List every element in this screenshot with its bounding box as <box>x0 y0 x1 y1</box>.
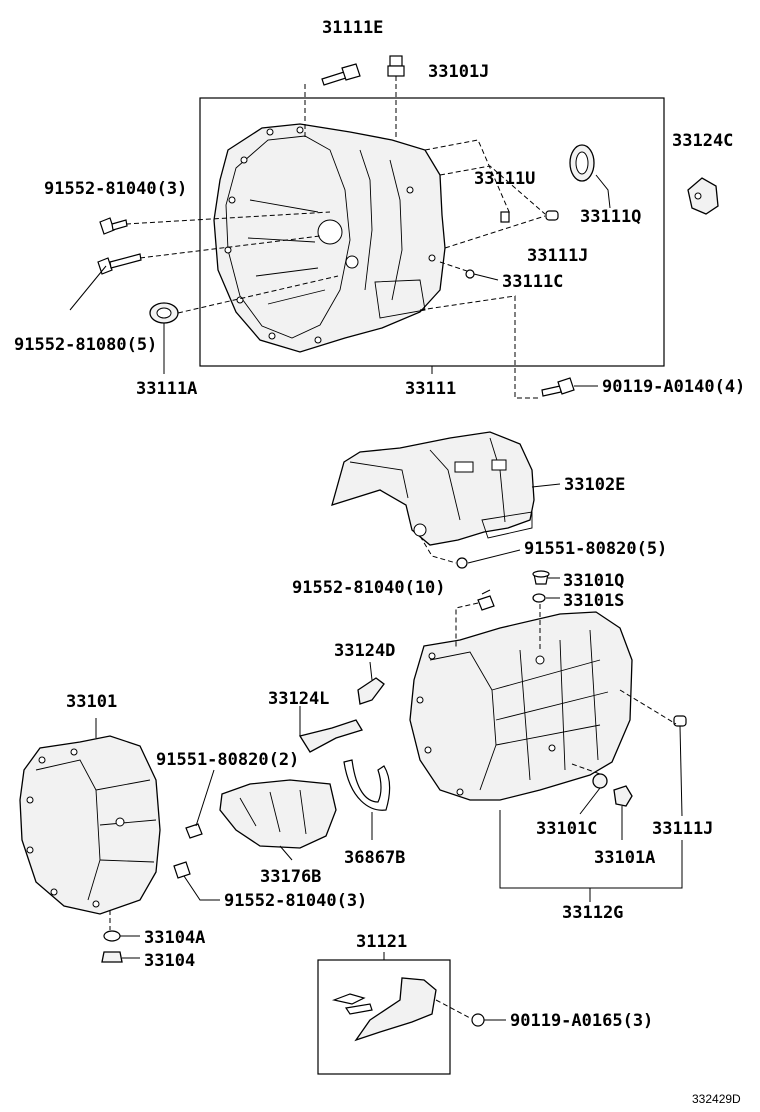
diagram-id: 332429D <box>692 1092 741 1106</box>
plug-33101Q-part <box>532 570 550 585</box>
plug-33101A-part <box>613 785 633 807</box>
label-91552-81040-3-bottom: 91552-81040(3) <box>224 891 367 911</box>
part-33176B-part <box>219 779 337 849</box>
bearing-33111A-part <box>149 302 179 324</box>
top-leader-lines <box>69 76 611 399</box>
label-91551-80820-2: 91551-80820(2) <box>156 750 299 770</box>
label-33111J-top: 33111J <box>527 246 588 266</box>
bolt-90119-A0165-part <box>471 1013 485 1027</box>
label-33101C: 33101C <box>536 819 597 839</box>
label-33101: 33101 <box>66 692 117 712</box>
shift-part-33124L-part <box>298 719 363 753</box>
bracket-31121-part <box>331 977 437 1042</box>
label-33104: 33104 <box>144 951 195 971</box>
fork-33124D-part <box>357 677 385 705</box>
washer-33104A-part <box>103 930 121 942</box>
label-33111A: 33111A <box>136 379 197 399</box>
bolt-31111E-part <box>321 63 361 86</box>
label-33101J: 33101J <box>428 62 489 82</box>
label-33104A: 33104A <box>144 928 205 948</box>
label-91552-81040-10: 91552-81040(10) <box>292 578 446 598</box>
bolt-91552-81040-3b-part <box>173 861 191 879</box>
bolt-91552-81040-top-part <box>99 217 128 235</box>
label-33111U: 33111U <box>474 169 535 189</box>
label-36867B: 36867B <box>344 848 405 868</box>
label-33111: 33111 <box>405 379 456 399</box>
label-91552-81080-5: 91552-81080(5) <box>14 335 157 355</box>
label-33101A: 33101A <box>594 848 655 868</box>
label-91552-81040-3-top: 91552-81040(3) <box>44 179 187 199</box>
bolt-91551-80820-5-part <box>456 557 468 569</box>
label-33176B: 33176B <box>260 867 321 887</box>
label-33101Q: 33101Q <box>563 571 624 591</box>
label-31111E: 31111E <box>322 18 383 38</box>
clutch-housing-part <box>213 123 446 353</box>
label-33124C: 33124C <box>672 131 733 151</box>
transmission-case-part <box>19 735 161 915</box>
label-33102E: 33102E <box>564 475 625 495</box>
pin-33111J-part <box>545 210 559 221</box>
cover-33124C-part <box>687 177 719 215</box>
label-33124L: 33124L <box>268 689 329 709</box>
extension-housing-part <box>409 611 633 801</box>
pin-33111J-lower-part <box>673 715 687 727</box>
label-33111Q: 33111Q <box>580 207 641 227</box>
bolt-90119-A0140-part <box>541 377 575 397</box>
nut-33104-part <box>101 951 123 963</box>
label-33124D: 33124D <box>334 641 395 661</box>
gasket-33101S-part <box>532 593 546 603</box>
ring-36867B-part <box>343 759 391 811</box>
cover-33102E-part <box>331 431 535 546</box>
label-91551-80820-5: 91551-80820(5) <box>524 539 667 559</box>
bolt-91552-81080-part <box>97 253 142 275</box>
seal-33111Q-part <box>569 144 595 182</box>
label-33112G: 33112G <box>562 903 623 923</box>
label-33111C: 33111C <box>502 272 563 292</box>
plug-33101J-part <box>387 55 405 77</box>
seal-33101C-part <box>592 773 608 789</box>
label-33101S: 33101S <box>563 591 624 611</box>
label-90119-A0140-4: 90119-A0140(4) <box>602 377 745 397</box>
bolt-91552-81040-10-part <box>477 595 495 611</box>
label-31121: 31121 <box>356 932 407 952</box>
label-33111J-bottom: 33111J <box>652 819 713 839</box>
label-90119-A0165-3: 90119-A0165(3) <box>510 1011 653 1031</box>
bolt-91551-80820-2-part <box>185 823 203 839</box>
pin-33111U-part <box>500 211 510 223</box>
